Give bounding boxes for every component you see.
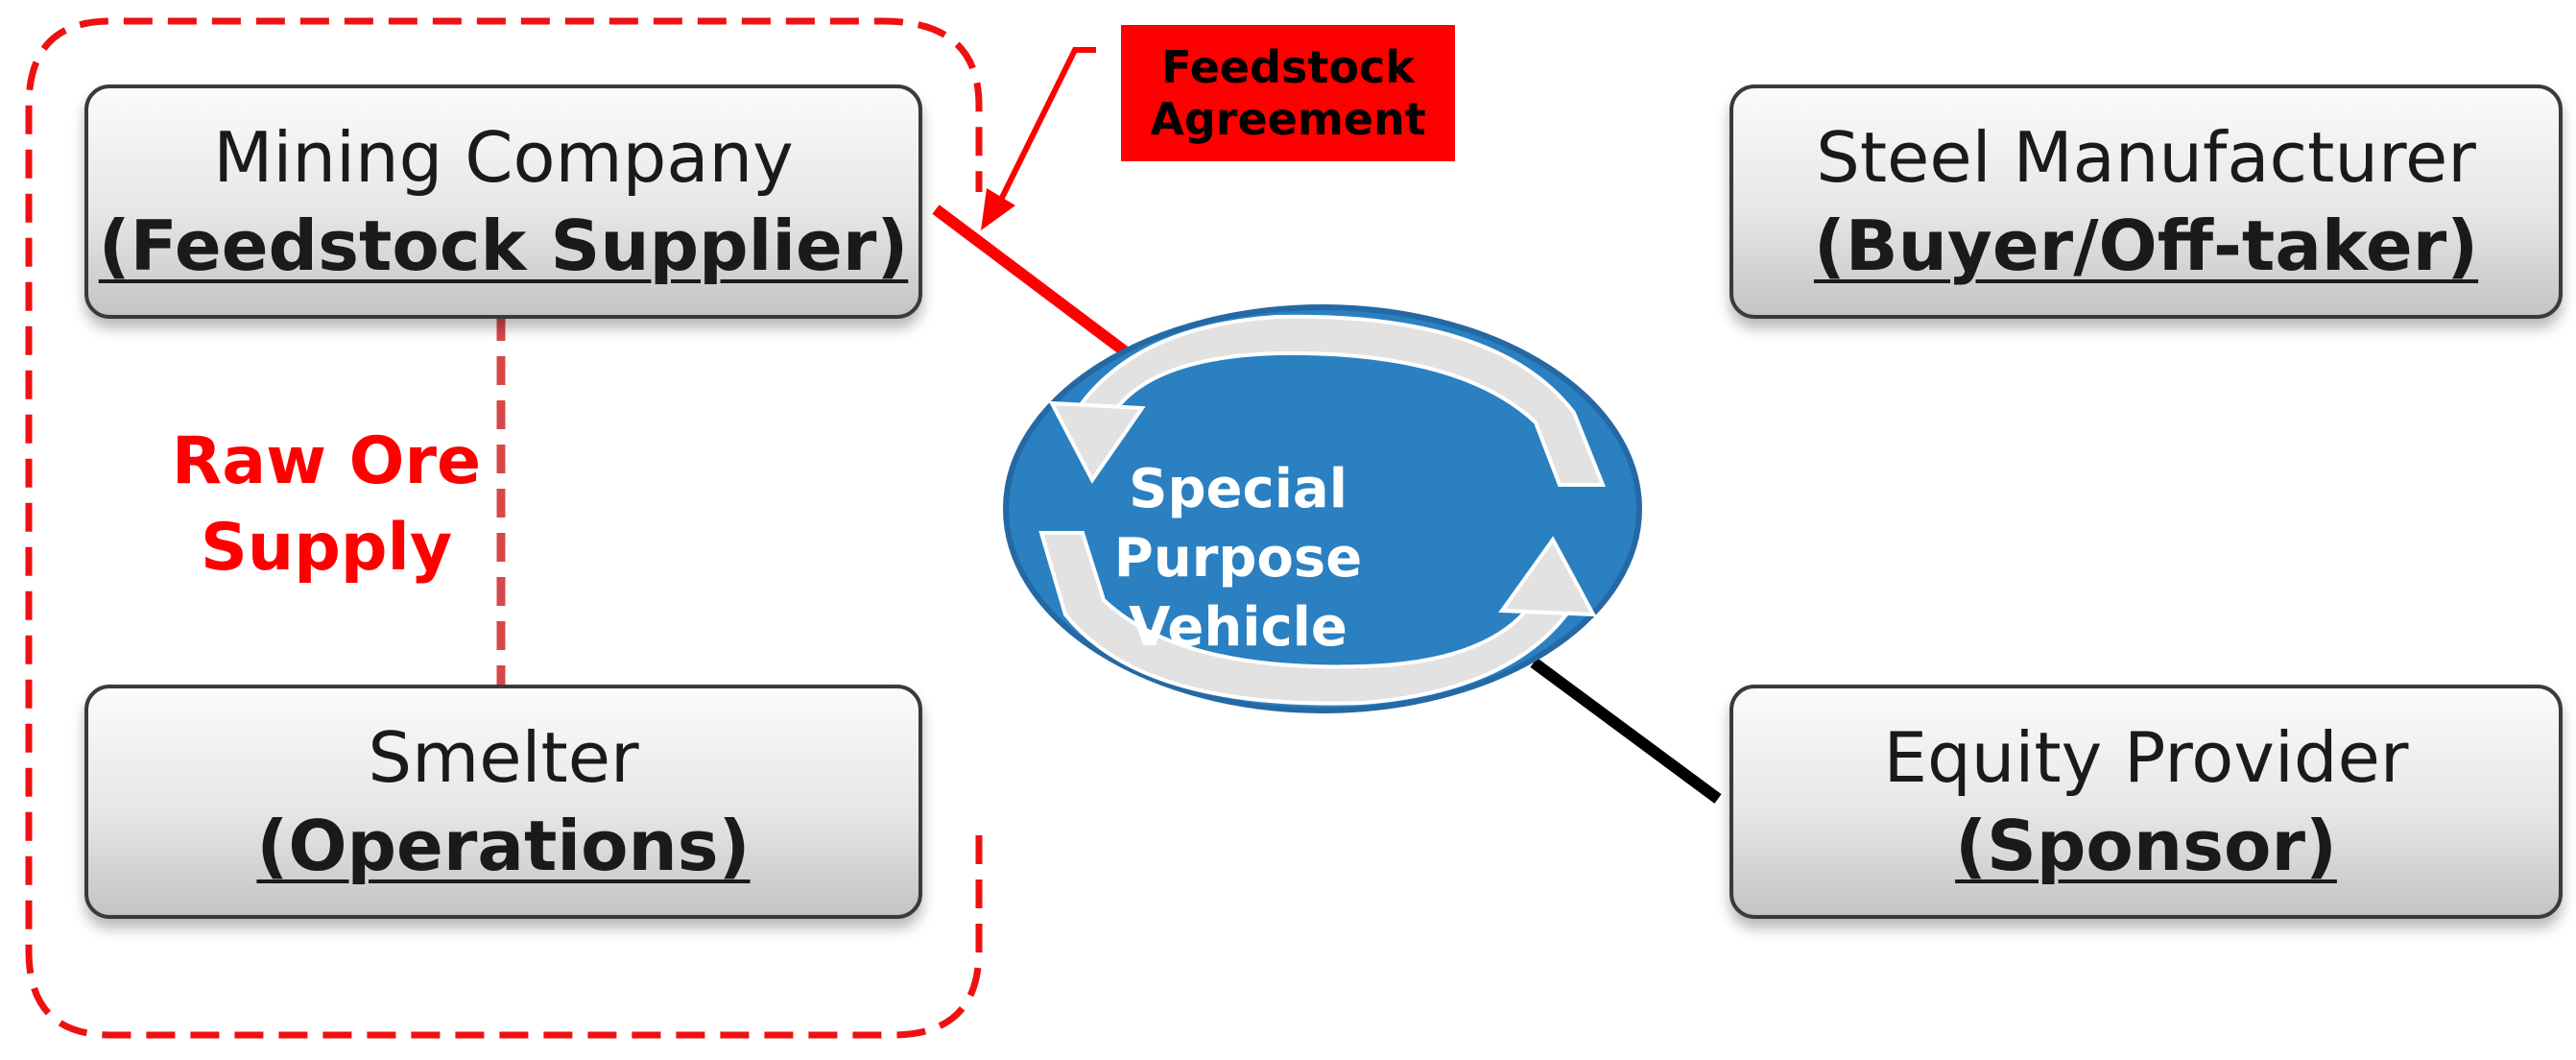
equity-provider-title: Equity Provider	[1883, 717, 2409, 798]
equity-connector-line	[1530, 658, 1722, 804]
operations-group-boundary	[25, 17, 983, 1039]
equity-provider-box: Equity Provider (Sponsor)	[1729, 685, 2563, 919]
steel-manufacturer-box: Steel Manufacturer (Buyer/Off-taker)	[1729, 84, 2563, 319]
mining-company-box: Mining Company (Feedstock Supplier)	[84, 84, 922, 319]
mining-company-role: (Feedstock Supplier)	[98, 205, 909, 286]
smelter-title: Smelter	[368, 717, 639, 798]
feedstock-agreement-label: Feedstock Agreement	[1121, 25, 1455, 161]
steel-manufacturer-role: (Buyer/Off-taker)	[1813, 205, 2479, 286]
smelter-role: (Operations)	[256, 806, 751, 886]
feedstock-agreement-line2: Agreement	[1150, 93, 1426, 145]
steel-manufacturer-title: Steel Manufacturer	[1816, 117, 2476, 198]
feedstock-connector-line	[932, 205, 1136, 362]
spv-label: Special Purpose Vehicle	[1065, 455, 1411, 662]
smelter-box: Smelter (Operations)	[84, 685, 922, 919]
mining-company-title: Mining Company	[213, 117, 794, 198]
feedstock-pointer-arrowhead	[981, 188, 1015, 230]
equity-provider-role: (Sponsor)	[1955, 806, 2337, 886]
feedstock-pointer-line	[991, 47, 1096, 215]
spv-label-line1: Special Purpose	[1113, 458, 1363, 590]
raw-ore-supply-line2: Supply	[200, 510, 453, 586]
feedstock-agreement-line1: Feedstock	[1161, 41, 1415, 93]
spv-label-line2: Vehicle	[1129, 596, 1348, 659]
raw-ore-supply-label: Raw Ore Supply	[144, 419, 509, 591]
raw-ore-supply-line1: Raw Ore	[171, 423, 482, 499]
spv-cycle-arrows	[1038, 314, 1606, 706]
spv-ellipse	[1003, 304, 1642, 713]
